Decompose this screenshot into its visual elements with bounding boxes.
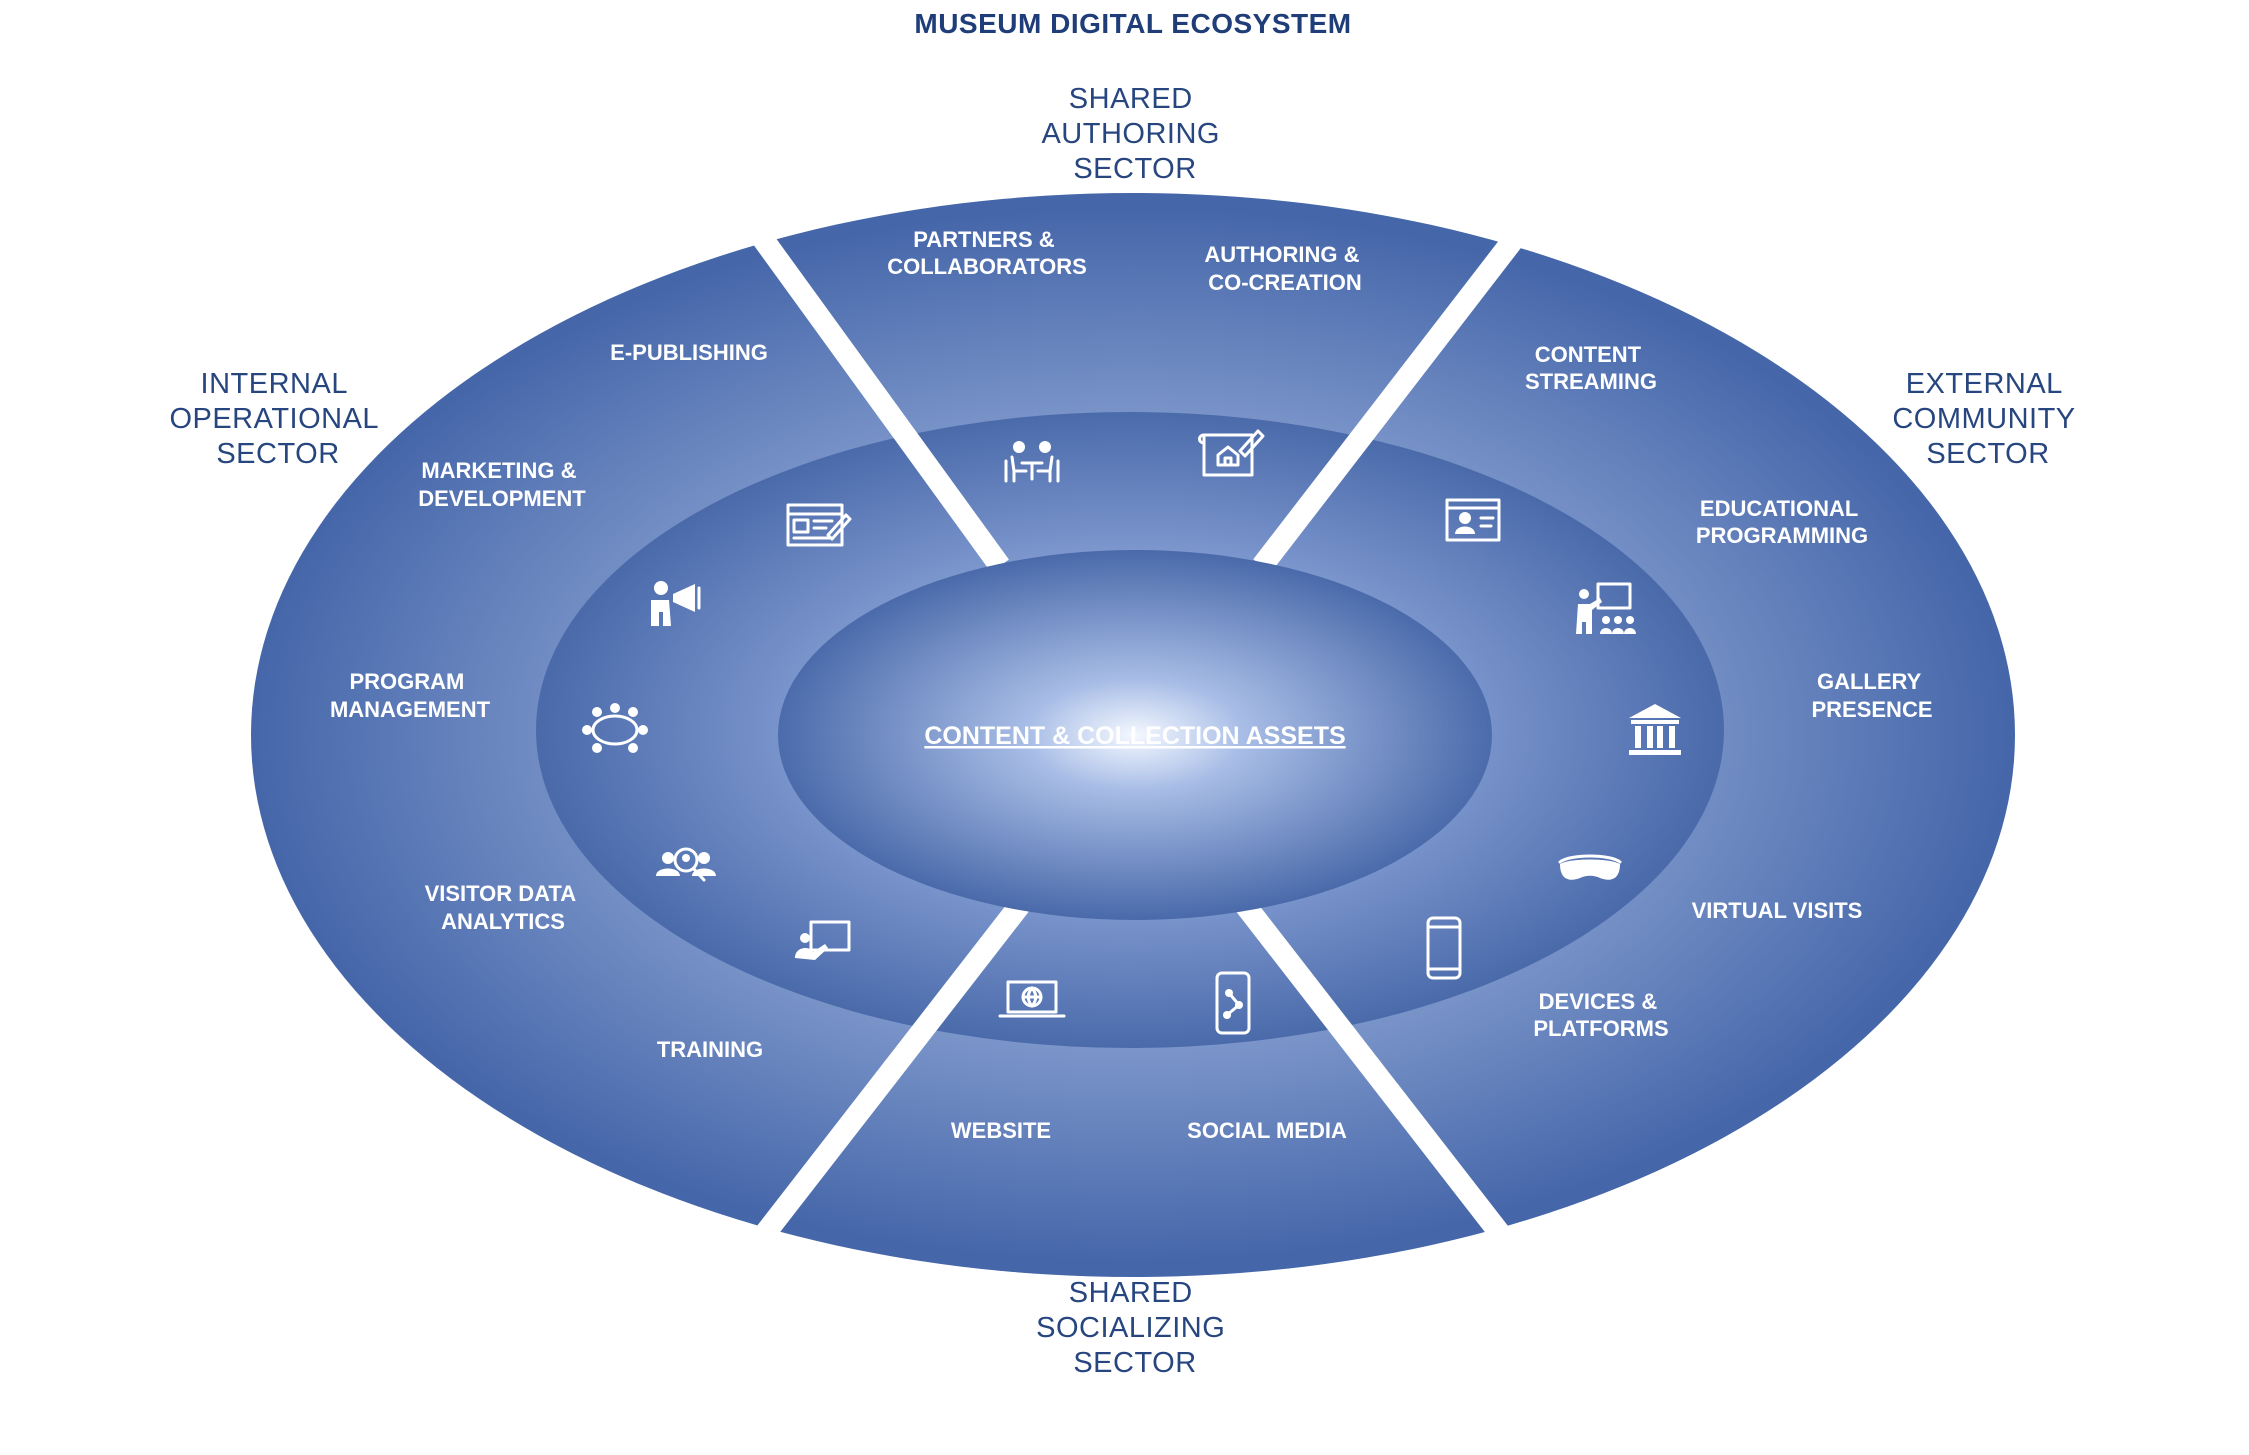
presenter-board-icon — [795, 920, 851, 960]
label-partners-collaborators: PARTNERS & COLLABORATORS — [887, 227, 1087, 279]
label-program-management: PROGRAM MANAGEMENT — [330, 669, 491, 722]
label-visitor-data-analytics: VISITOR DATA ANALYTICS — [425, 881, 582, 934]
vr-headset-icon — [1558, 854, 1622, 880]
label-social-media: SOCIAL MEDIA — [1187, 1118, 1347, 1143]
conference-table-icon — [582, 703, 648, 753]
label-e-publishing: E-PUBLISHING — [610, 340, 768, 365]
laptop-globe-icon — [998, 980, 1066, 1018]
core-label: CONTENT & COLLECTION ASSETS — [924, 722, 1345, 750]
classroom-icon — [1576, 582, 1636, 634]
label-gallery-presence: GALLERY PRESENCE — [1811, 669, 1932, 722]
user-search-icon — [656, 847, 716, 882]
museum-building-icon — [1629, 704, 1681, 755]
megaphone-icon — [651, 581, 701, 626]
label-authoring-co-creation: AUTHORING & CO-CREATION — [1204, 242, 1365, 295]
blueprint-icon — [1198, 429, 1265, 477]
smartphone-icon — [1426, 916, 1462, 980]
sector-shared-authoring: SHARED AUTHORING SECTOR — [1041, 83, 1228, 185]
diagram-title: MUSEUM DIGITAL ECOSYSTEM — [914, 8, 1351, 39]
label-website: WEBSITE — [951, 1118, 1051, 1143]
label-virtual-visits: VIRTUAL VISITS — [1692, 898, 1863, 923]
core-ellipse — [778, 550, 1492, 920]
label-content-streaming: CONTENT STREAMING — [1525, 342, 1657, 394]
sector-shared-socializing: SHARED SOCIALIZING SECTOR — [1036, 1277, 1234, 1379]
meeting-icon — [1004, 441, 1060, 483]
sector-external-community: EXTERNAL COMMUNITY SECTOR — [1892, 368, 2083, 470]
web-editor-icon — [786, 503, 852, 547]
label-educational-programming: EDUCATIONAL PROGRAMMING — [1696, 496, 1868, 548]
label-training: TRAINING — [657, 1037, 763, 1062]
label-marketing-development: MARKETING & DEVELOPMENT — [418, 458, 586, 511]
video-call-icon — [1445, 498, 1501, 542]
sector-internal-operational: INTERNAL OPERATIONAL SECTOR — [169, 368, 386, 470]
label-devices-platforms: DEVICES & PLATFORMS — [1533, 989, 1668, 1041]
phone-share-icon — [1215, 971, 1251, 1035]
